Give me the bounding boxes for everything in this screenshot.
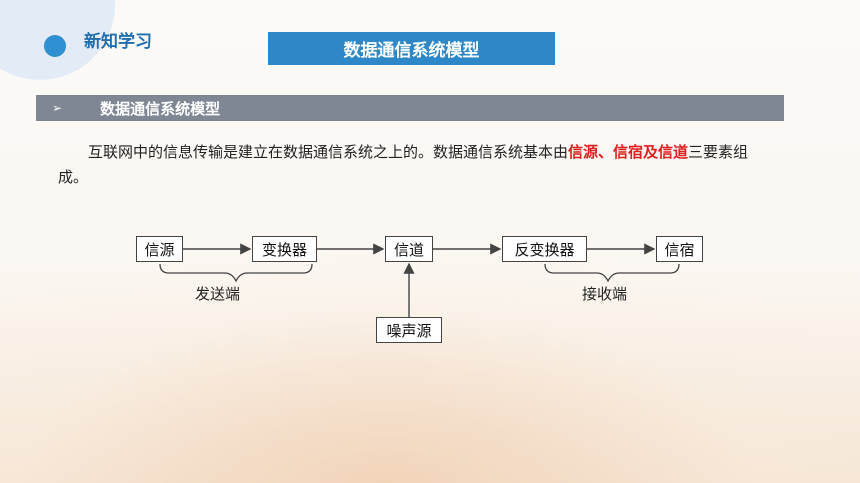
- page-title: 数据通信系统模型: [268, 32, 555, 65]
- node-noise: 噪声源: [376, 317, 442, 343]
- receiver-brace: [544, 263, 680, 283]
- paragraph-text: 互联网中的信息传输是建立在数据通信系统之上的。数据通信系统基本由: [88, 143, 569, 161]
- highlight-text: 信源、信宿及信道: [568, 143, 689, 161]
- background-glow: [0, 253, 860, 483]
- sender-label: 发送端: [195, 285, 241, 303]
- intro-paragraph: 互联网中的信息传输是建立在数据通信系统之上的。数据通信系统基本由信源、信宿及信道…: [58, 140, 770, 190]
- sender-brace: [159, 263, 313, 283]
- node-channel: 信道: [385, 236, 433, 262]
- node-sink: 信宿: [656, 236, 703, 262]
- subheading-bar: ➢ 数据通信系统模型: [36, 95, 784, 121]
- node-source: 信源: [136, 236, 183, 262]
- bullet-dot-icon: [44, 35, 66, 57]
- paragraph-text-end: 三要素组成。: [58, 143, 749, 186]
- subheading-text: 数据通信系统模型: [100, 99, 221, 118]
- arrow-bullet-icon: ➢: [52, 101, 63, 115]
- node-inverse-transformer: 反变换器: [502, 236, 587, 262]
- receiver-label: 接收端: [582, 285, 628, 303]
- node-transformer: 变换器: [252, 236, 317, 262]
- section-label: 新知学习: [84, 32, 152, 52]
